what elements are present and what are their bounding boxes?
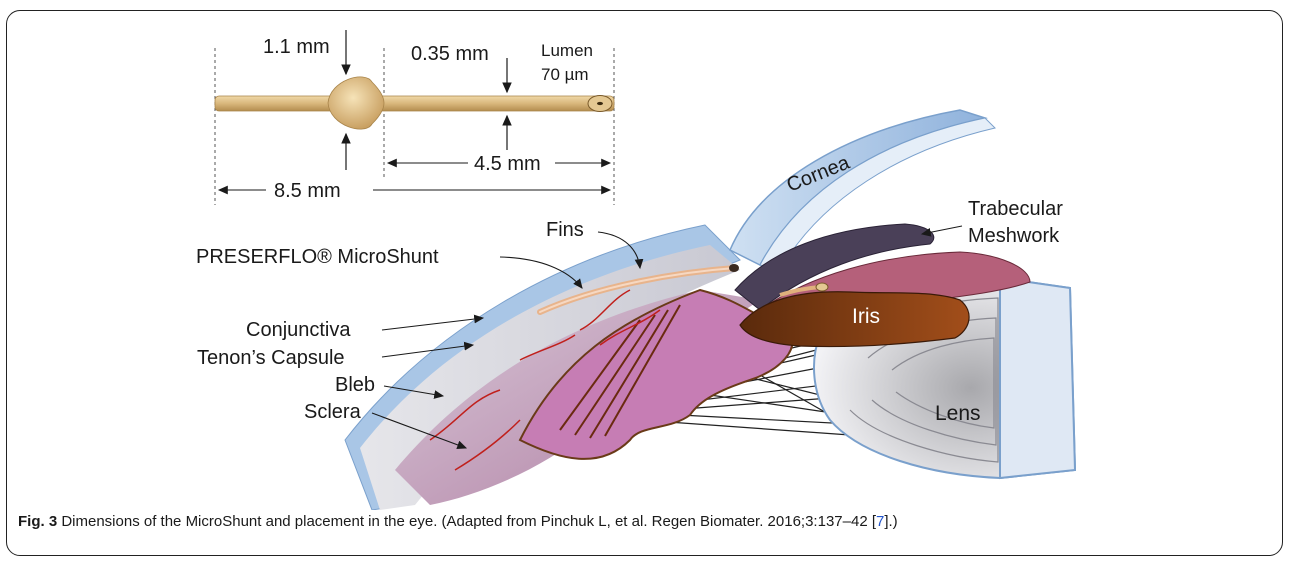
lumen-hole [597, 102, 603, 105]
trabecular-label-line2: Meshwork [968, 225, 1060, 247]
lumen-value-label: 70 µm [541, 65, 589, 84]
sclera-label: Sclera [304, 401, 362, 423]
lens-label: Lens [935, 402, 981, 425]
lumen-title-label: Lumen [541, 41, 593, 60]
microshunt-tube [215, 96, 614, 111]
bleb-label: Bleb [335, 374, 375, 396]
shunt-opening-in-chamber [729, 264, 739, 272]
fin-to-tip-length-label: 4.5 mm [474, 153, 541, 175]
bulb-diameter-label: 1.1 mm [263, 36, 330, 58]
microshunt-eye-diagram: 1.1 mm 0.35 mm Lumen 70 µm 4.5 mm 8.5 mm [0, 0, 1290, 510]
caption-text-end: ].) [884, 513, 897, 530]
microshunt-bulb [328, 77, 384, 129]
conjunctiva-label: Conjunctiva [246, 319, 351, 341]
shunt-dimension-drawing: 1.1 mm 0.35 mm Lumen 70 µm 4.5 mm 8.5 mm [215, 30, 614, 205]
eye-cross-section: Lens Cornea Iris [345, 110, 1075, 510]
caption-label: Fig. 3 [18, 513, 57, 530]
caption-text: Dimensions of the MicroShunt and placeme… [57, 513, 876, 530]
lens-capsule-face [1000, 278, 1075, 478]
tenon-capsule-label: Tenon’s Capsule [197, 347, 345, 369]
iris-label: Iris [852, 305, 880, 328]
tube-diameter-label: 0.35 mm [411, 43, 489, 65]
trabecular-label-line1: Trabecular [968, 198, 1063, 220]
microshunt-label: PRESERFLO® MicroShunt [196, 246, 439, 268]
total-length-label: 8.5 mm [274, 180, 341, 202]
shunt-tip-end [816, 283, 828, 291]
figure-caption: Fig. 3 Dimensions of the MicroShunt and … [18, 513, 898, 530]
fins-label: Fins [546, 219, 584, 241]
